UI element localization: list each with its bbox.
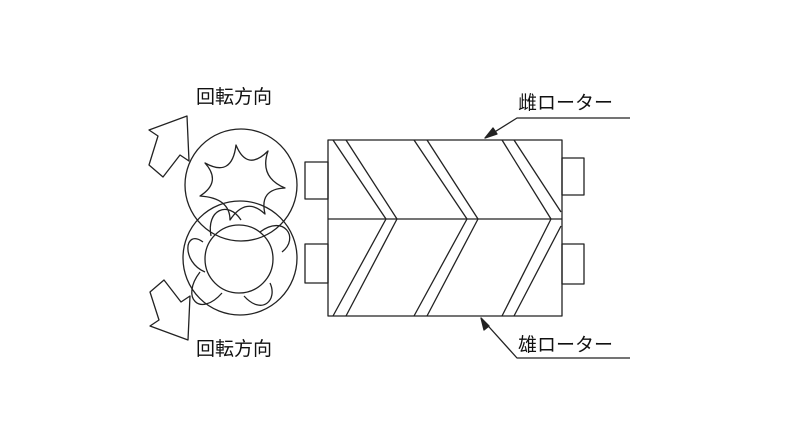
female-rotor-end-view [184, 128, 298, 242]
rotation-direction-label-top: 回転方向 [196, 86, 273, 108]
shaft-right-bottom [561, 243, 585, 285]
rotation-arrow-up-icon [148, 115, 190, 178]
female-rotor-label: 雌ローター [518, 92, 614, 114]
rotation-direction-label-bottom: 回転方向 [196, 338, 273, 360]
rotor-side-view [304, 139, 585, 317]
rotation-arrow-down-icon [149, 279, 191, 341]
shaft-left-bottom [304, 243, 329, 284]
male-rotor-end-view [182, 200, 298, 316]
female-rotor-leader [484, 117, 630, 139]
male-rotor-label: 雄ローター [518, 334, 614, 356]
male-rotor-leader [480, 317, 630, 359]
shaft-right-top [561, 157, 585, 196]
shaft-left-top [304, 161, 329, 200]
